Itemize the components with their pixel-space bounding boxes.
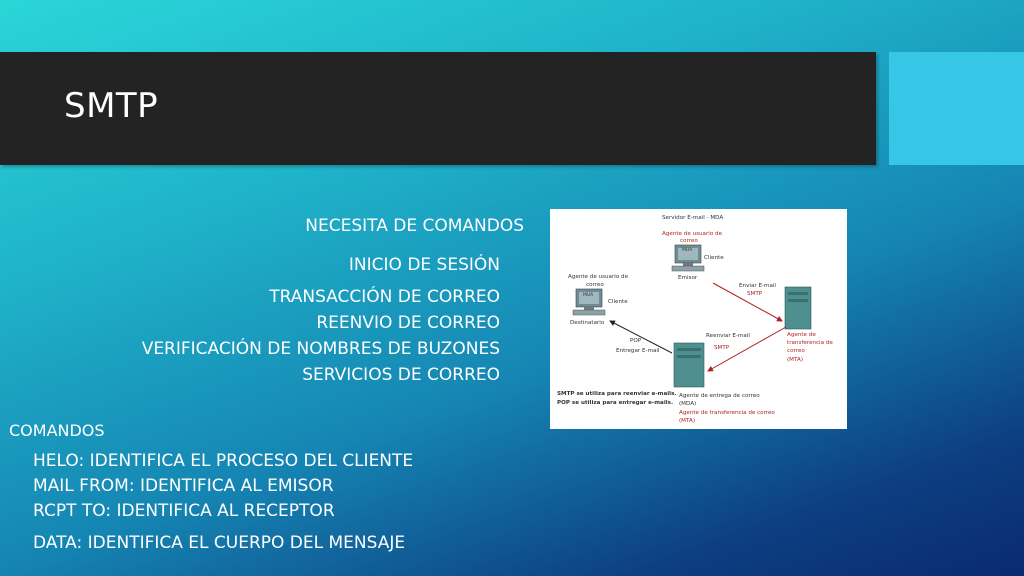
mua-top-tag: MUA bbox=[682, 247, 693, 253]
command-item: RCPT TO: IDENTIFICA AL RECEPTOR bbox=[33, 501, 335, 521]
intro-item: REENVIO DE CORREO bbox=[316, 313, 500, 333]
note-pop: POP se utiliza para entregar e-mails. bbox=[557, 400, 673, 406]
accent-box bbox=[889, 52, 1024, 165]
sender-label: Emisor bbox=[678, 275, 698, 281]
mua-top-line2: correo bbox=[680, 238, 698, 244]
smtp-forward-label: SMTP bbox=[714, 345, 730, 351]
mua-left-line1: Agente de usuario de bbox=[568, 274, 629, 280]
mta-bottom-line1: Agente de transferencia de correo bbox=[679, 410, 775, 416]
mua-top-line1: Agente de usuario de bbox=[662, 231, 723, 237]
mua-left-tag: MUA bbox=[583, 292, 594, 298]
email-flow-diagram: Servidor E-mail - MDA Agente de usuario … bbox=[550, 209, 847, 429]
command-item: MAIL FROM: IDENTIFICA AL EMISOR bbox=[33, 476, 334, 496]
mda-server-icon bbox=[673, 342, 705, 388]
smtp-send-label: SMTP bbox=[747, 291, 763, 297]
mua-left-line2: correo bbox=[586, 282, 604, 288]
client-top-label: Cliente bbox=[704, 255, 724, 261]
mta-right-tag: (MTA) bbox=[787, 357, 803, 363]
command-item: HELO: IDENTIFICA EL PROCESO DEL CLIENTE bbox=[33, 451, 414, 471]
title-bar bbox=[0, 52, 876, 165]
mta-right-line3: correo bbox=[787, 348, 805, 354]
send-email-label: Enviar E-mail bbox=[739, 283, 776, 289]
recipient-computer-icon bbox=[572, 288, 606, 316]
slide-title: SMTP bbox=[64, 86, 159, 126]
send-arrow bbox=[712, 282, 783, 322]
mta-bottom-tag: (MTA) bbox=[679, 418, 695, 424]
commands-heading: COMANDOS bbox=[9, 421, 105, 440]
deliver-email-label: Entregar E-mail bbox=[616, 348, 660, 354]
mta-server-icon bbox=[784, 286, 812, 330]
client-left-label: Cliente bbox=[608, 299, 628, 305]
deliver-arrow bbox=[609, 320, 673, 354]
intro-item: VERIFICACIÓN DE NOMBRES DE BUZONES bbox=[141, 339, 500, 359]
note-smtp: SMTP se utiliza para reenviar e-mails. bbox=[557, 391, 677, 397]
intro-heading: NECESITA DE COMANDOS bbox=[305, 216, 524, 236]
forward-email-label: Reenviar E-mail bbox=[706, 333, 750, 339]
mda-tag: (MDA) bbox=[679, 401, 696, 407]
command-item: DATA: IDENTIFICA EL CUERPO DEL MENSAJE bbox=[33, 533, 406, 553]
diagram-svg: Servidor E-mail - MDA Agente de usuario … bbox=[557, 215, 833, 424]
recipient-label: Destinatario bbox=[570, 320, 605, 326]
mta-right-line2: transferencia de bbox=[787, 340, 833, 346]
sender-computer-icon bbox=[671, 244, 705, 272]
intro-item: TRANSACCIÓN DE CORREO bbox=[269, 287, 500, 307]
server-label: Servidor E-mail - MDA bbox=[662, 215, 723, 221]
intro-item: SERVICIOS DE CORREO bbox=[302, 365, 500, 385]
intro-item: INICIO DE SESIÓN bbox=[348, 255, 500, 275]
mta-right-line1: Agente de bbox=[787, 332, 816, 338]
mda-line1: Agente de entrega de correo bbox=[679, 393, 760, 399]
forward-arrow bbox=[707, 326, 787, 372]
pop-label: POP bbox=[630, 338, 642, 344]
